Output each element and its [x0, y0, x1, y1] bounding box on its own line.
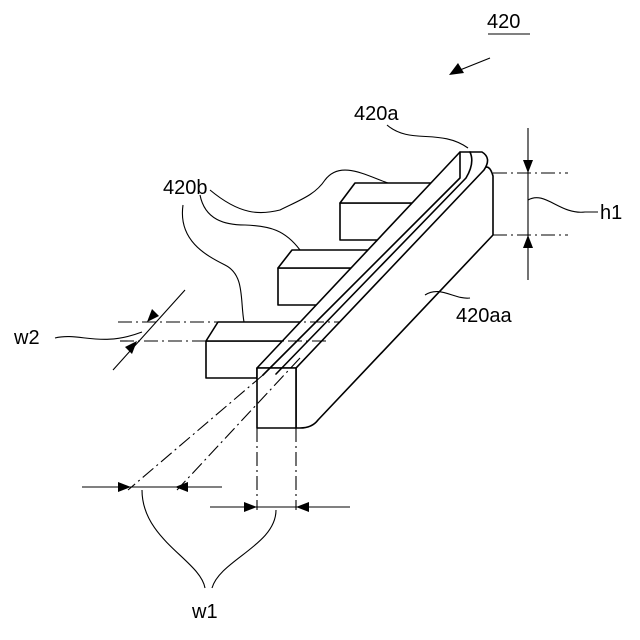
label-420: 420 [487, 11, 520, 33]
label-420aa: 420aa [456, 305, 512, 327]
label-h1: h1 [600, 202, 622, 224]
label-w2: w2 [13, 327, 40, 349]
label-420b: 420b [163, 177, 208, 199]
label-w1: w1 [191, 601, 218, 623]
w1-dimension [82, 482, 350, 588]
label-420a: 420a [354, 103, 399, 125]
w2-dimension [55, 290, 185, 370]
h1-dimension [523, 128, 598, 280]
